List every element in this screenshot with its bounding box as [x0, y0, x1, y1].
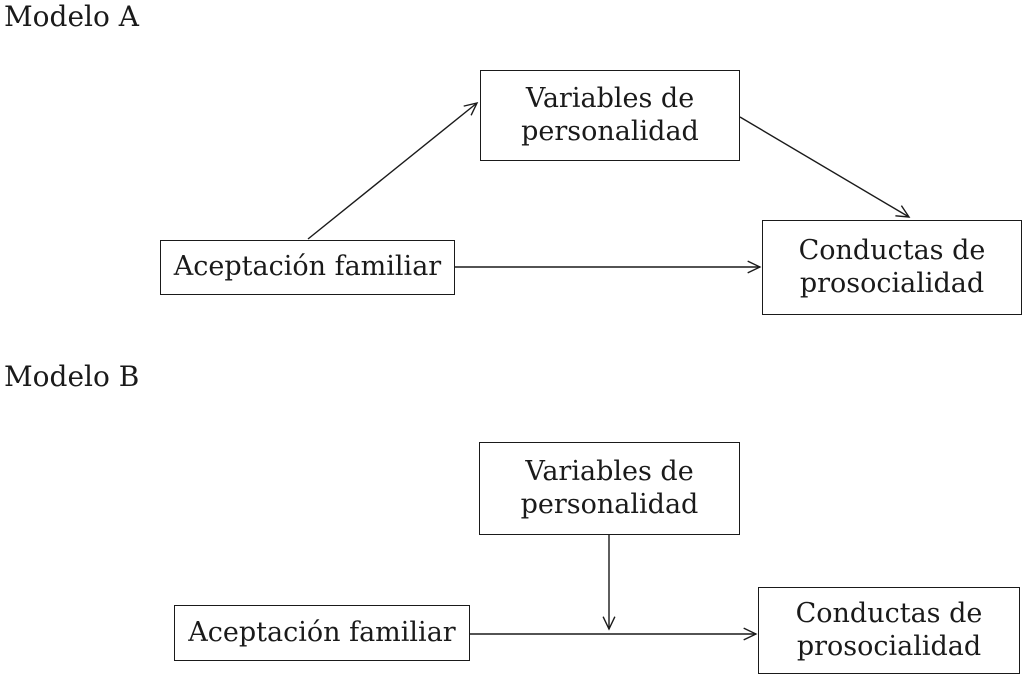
model-a-mediator-label: Variables de personalidad — [521, 83, 699, 147]
model-a-outcome-label: Conductas de prosocialidad — [798, 235, 986, 299]
arrow-a-predictor-to-mediator — [307, 101, 479, 240]
model-b-predictor-box: Aceptación familiar — [174, 605, 470, 661]
model-a-title: Modelo A — [4, 0, 139, 33]
model-a-predictor-box: Aceptación familiar — [160, 240, 455, 295]
model-a-predictor-label: Aceptación familiar — [173, 251, 442, 283]
model-b-title: Modelo B — [4, 360, 140, 393]
model-a-mediator-box: Variables de personalidad — [480, 70, 740, 161]
model-b-outcome-box: Conductas de prosocialidad — [758, 587, 1020, 674]
model-b-mediator-box: Variables de personalidad — [479, 442, 740, 535]
model-b-mediator-label: Variables de personalidad — [520, 456, 699, 520]
model-b-predictor-label: Aceptación familiar — [188, 616, 456, 648]
arrow-a-mediator-to-outcome — [739, 116, 911, 218]
model-a-outcome-box: Conductas de prosocialidad — [762, 220, 1022, 315]
model-b-outcome-label: Conductas de prosocialidad — [795, 598, 983, 662]
